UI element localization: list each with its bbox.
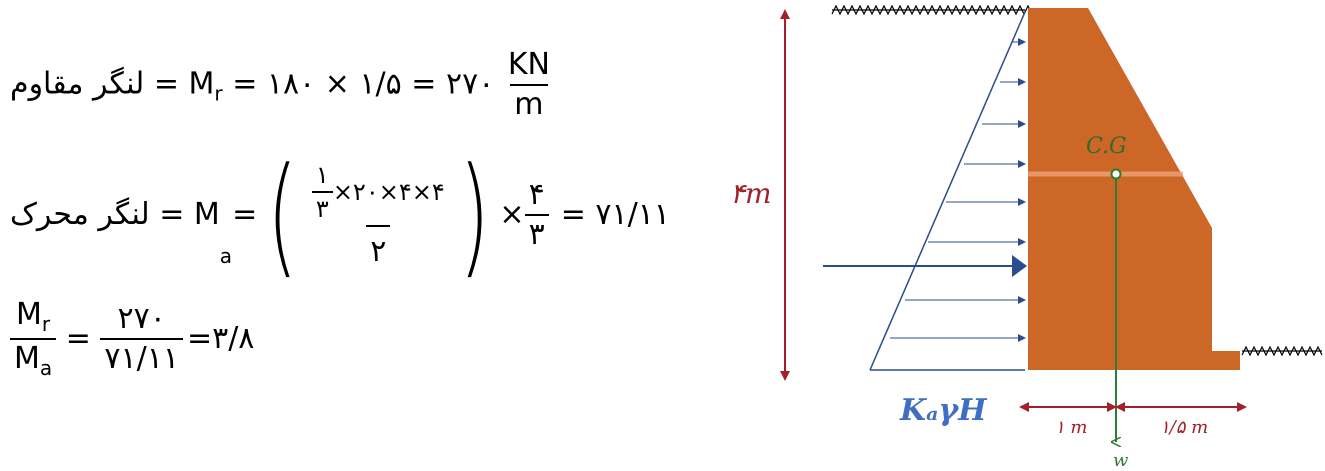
retaining-wall-body (1028, 8, 1240, 370)
earth-pressure-diagram (823, 11, 1027, 371)
resisting-moment-equation: لنگر مقاوم = Mr = ۱۸۰ × ۱/۵ = ۲۷۰ KN m (10, 50, 554, 120)
ground-surface-toe (1241, 345, 1323, 357)
ground-surface-top (831, 4, 1033, 16)
base-dim-right-label: ۱/۵ m (1160, 417, 1208, 438)
driving-moment-result: = ۷۱/۱۱ (560, 197, 670, 232)
unit-denominator: m (510, 84, 548, 120)
height-label: ۴m (730, 177, 772, 210)
base-dim-left-label: ۱ m (1055, 417, 1087, 438)
cg-label: C.G (1086, 134, 1127, 159)
right-paren: ) (458, 139, 490, 291)
unit-numerator: KN (507, 47, 550, 82)
inner-denominator: ۲ (366, 225, 391, 267)
resultant-arrowhead (1012, 255, 1027, 277)
arm-fraction: ۴ ۳ (524, 180, 549, 250)
resisting-moment-symbol: M (188, 66, 215, 102)
resisting-moment-label: لنگر مقاوم (10, 66, 145, 102)
left-paren: ( (267, 139, 298, 291)
inner-fraction: ۱ ۳ ×۲۰×۴×۴ ۲ (308, 163, 449, 267)
weight-label: w (1113, 450, 1129, 471)
times-symbol: × (499, 197, 525, 232)
resisting-moment-expression: = ۱۸۰ × ۱/۵ = ۲۷۰ (232, 66, 495, 102)
inner-product: ×۲۰×۴×۴ (332, 178, 445, 206)
one-third-fraction: ۱ ۳ (311, 163, 333, 221)
ratio-equation: Mr Ma = ۲۷۰ ۷۱/۱۱ =۳/۸ (10, 300, 254, 378)
driving-moment-symbol: M (193, 197, 220, 232)
driving-moment-subscript: a (219, 244, 233, 268)
resisting-moment-subscript: r (214, 81, 223, 106)
moment-ratio: Mr Ma (10, 300, 57, 378)
value-ratio: ۲۷۰ ۷۱/۱۱ (100, 304, 183, 374)
cg-point (1110, 168, 1122, 180)
safety-factor-result: =۳/۸ (186, 321, 255, 356)
resisting-moment-unit: KN m (504, 50, 554, 120)
pressure-label: KₐγH (899, 393, 988, 428)
driving-moment-label: لنگر محرک (10, 197, 150, 232)
